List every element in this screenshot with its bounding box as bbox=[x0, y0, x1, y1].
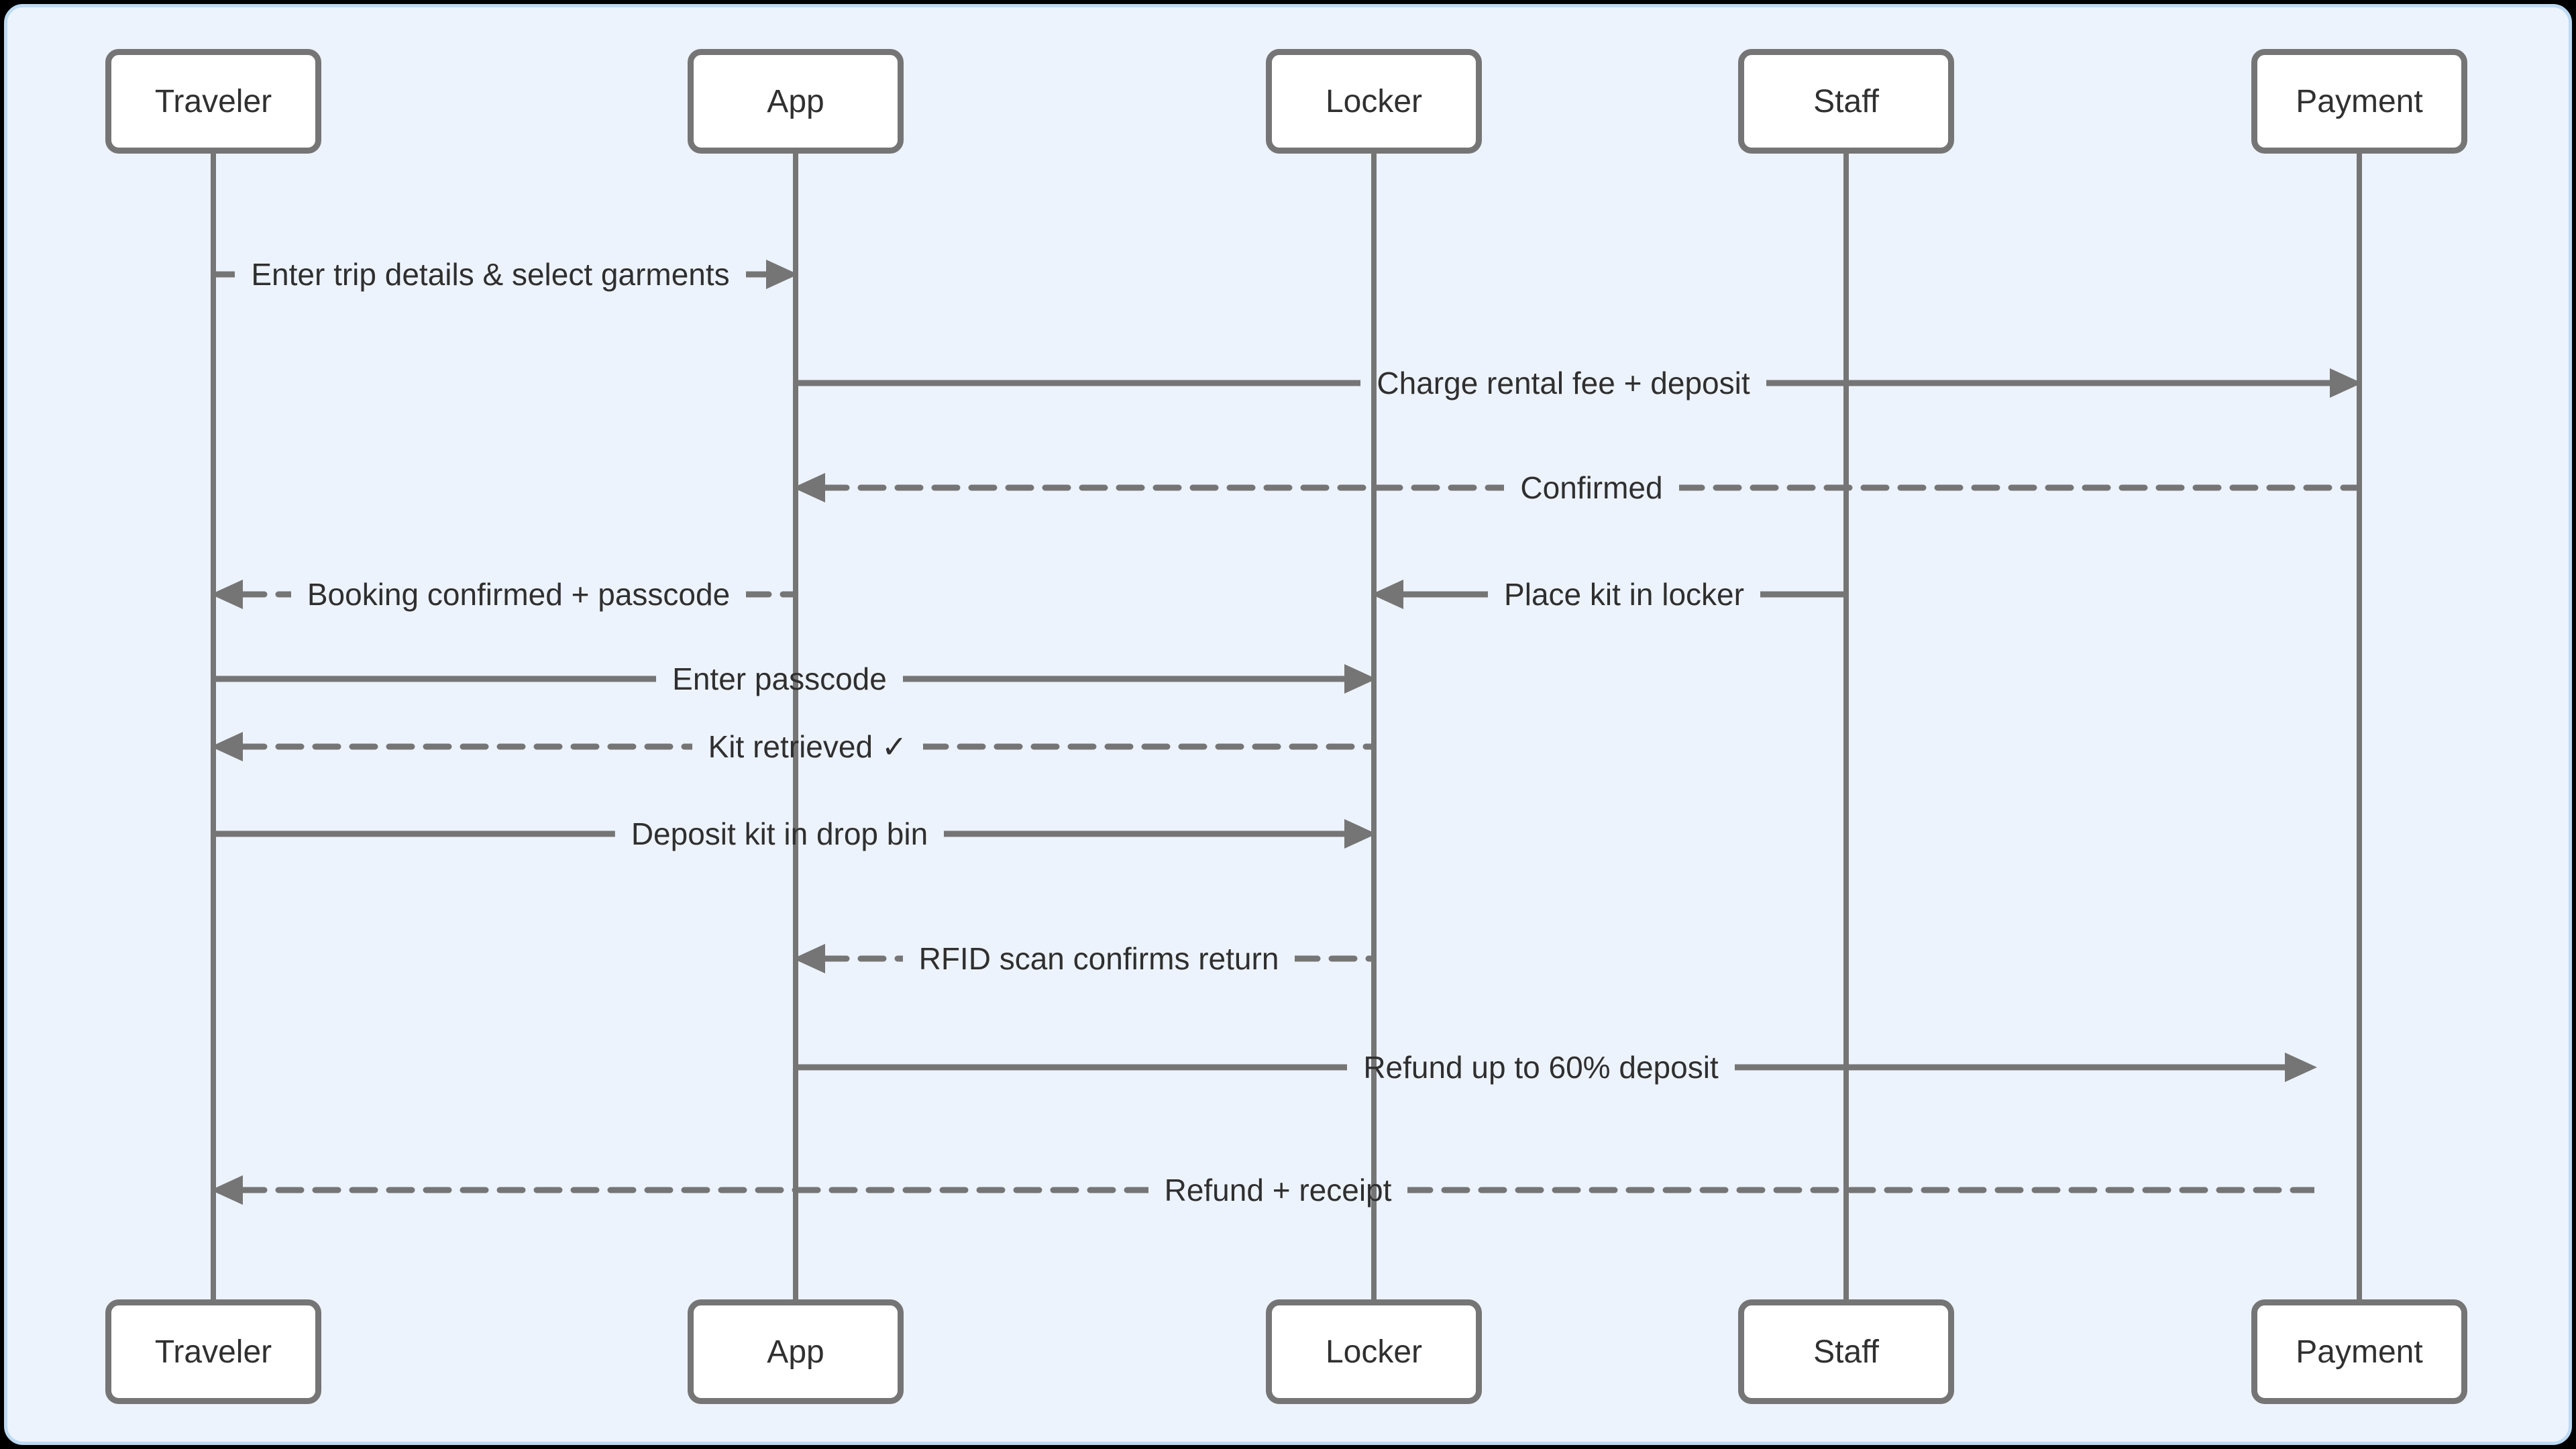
actor-box-top-app: App bbox=[688, 49, 904, 154]
arrowhead-right-icon bbox=[2285, 1053, 2317, 1082]
message-line-right-enter-passcode bbox=[902, 676, 1346, 682]
message-enter-passcode: Enter passcode bbox=[213, 644, 1377, 714]
message-line-right-place-kit-in-locker bbox=[1760, 591, 1847, 598]
arrowhead-left-icon bbox=[211, 1175, 243, 1205]
arrowhead-left-icon bbox=[211, 732, 243, 761]
message-refund-deposit: Refund up to 60% deposit bbox=[796, 1032, 2317, 1102]
actor-box-bottom-traveler: Traveler bbox=[105, 1299, 321, 1404]
message-label-refund-deposit: Refund up to 60% deposit bbox=[1363, 1050, 1719, 1085]
message-line-right-booking-confirmed bbox=[746, 591, 796, 598]
message-enter-trip-details: Enter trip details & select garments bbox=[213, 239, 798, 309]
message-line-left-enter-passcode bbox=[213, 676, 657, 682]
arrowhead-left-icon bbox=[793, 944, 825, 973]
actor-label-top-traveler: Traveler bbox=[154, 83, 272, 119]
actor-box-bottom-payment: Payment bbox=[2251, 1299, 2467, 1404]
message-charge-rental-fee: Charge rental fee + deposit bbox=[796, 348, 2362, 418]
message-label-enter-trip-details: Enter trip details & select garments bbox=[251, 257, 730, 292]
message-line-left-refund-receipt bbox=[241, 1187, 1148, 1193]
message-line-left-deposit-kit bbox=[213, 830, 615, 837]
lifeline-staff bbox=[1843, 152, 1849, 1301]
message-refund-receipt: Refund + receipt bbox=[211, 1155, 2315, 1225]
actor-label-top-payment: Payment bbox=[2296, 83, 2423, 119]
message-line-right-refund-deposit bbox=[1734, 1064, 2287, 1071]
arrowhead-left-icon bbox=[1371, 580, 1403, 609]
actor-box-top-locker: Locker bbox=[1266, 49, 1482, 154]
arrowhead-left-icon bbox=[211, 580, 243, 609]
actor-box-bottom-app: App bbox=[688, 1299, 904, 1404]
message-line-right-enter-trip-details bbox=[745, 271, 768, 278]
arrowhead-right-icon bbox=[1344, 664, 1377, 694]
message-label-deposit-kit: Deposit kit in drop bin bbox=[631, 816, 928, 851]
message-line-left-booking-confirmed bbox=[241, 591, 291, 598]
message-line-left-place-kit-in-locker bbox=[1402, 591, 1489, 598]
message-label-place-kit-in-locker: Place kit in locker bbox=[1504, 577, 1744, 612]
message-deposit-kit: Deposit kit in drop bin bbox=[213, 799, 1377, 869]
message-line-right-charge-rental-fee bbox=[1766, 380, 2332, 386]
message-line-left-charge-rental-fee bbox=[796, 380, 1361, 386]
message-line-left-kit-retrieved bbox=[241, 743, 692, 750]
actor-box-top-staff: Staff bbox=[1738, 49, 1954, 154]
message-rfid-scan: RFID scan confirms return bbox=[793, 924, 1375, 994]
message-label-kit-retrieved: Kit retrieved ✓ bbox=[708, 729, 908, 764]
message-label-rfid-scan: RFID scan confirms return bbox=[918, 941, 1279, 976]
message-booking-confirmed: Booking confirmed + passcode bbox=[211, 559, 796, 629]
actor-label-top-locker: Locker bbox=[1325, 83, 1423, 119]
lifeline-locker bbox=[1371, 152, 1377, 1301]
actor-label-top-staff: Staff bbox=[1813, 83, 1879, 119]
actor-label-bottom-app: App bbox=[767, 1334, 824, 1370]
actor-box-bottom-staff: Staff bbox=[1738, 1299, 1954, 1404]
arrowhead-left-icon bbox=[793, 473, 825, 502]
message-line-left-rfid-scan bbox=[824, 955, 903, 962]
message-label-booking-confirmed: Booking confirmed + passcode bbox=[307, 577, 731, 612]
message-confirmed: Confirmed bbox=[793, 453, 2360, 523]
message-line-left-confirmed bbox=[824, 484, 1505, 491]
message-line-left-refund-deposit bbox=[796, 1064, 1348, 1071]
message-label-charge-rental-fee: Charge rental fee + deposit bbox=[1377, 366, 1750, 400]
actor-box-top-traveler: Traveler bbox=[105, 49, 321, 154]
message-line-right-confirmed bbox=[1678, 484, 2360, 491]
arrowhead-right-icon bbox=[766, 260, 798, 289]
message-label-confirmed: Confirmed bbox=[1520, 470, 1663, 505]
message-place-kit-in-locker: Place kit in locker bbox=[1371, 559, 1847, 629]
message-line-right-deposit-kit bbox=[944, 830, 1346, 837]
actor-label-bottom-staff: Staff bbox=[1813, 1334, 1879, 1370]
message-line-left-enter-trip-details bbox=[213, 271, 235, 278]
actor-label-bottom-traveler: Traveler bbox=[154, 1334, 272, 1370]
actor-label-bottom-payment: Payment bbox=[2296, 1334, 2423, 1370]
message-kit-retrieved: Kit retrieved ✓ bbox=[211, 712, 1375, 782]
message-line-right-kit-retrieved bbox=[923, 743, 1375, 750]
message-line-right-rfid-scan bbox=[1295, 955, 1375, 962]
message-label-enter-passcode: Enter passcode bbox=[672, 661, 887, 696]
message-line-right-refund-receipt bbox=[1407, 1187, 2315, 1193]
arrowhead-right-icon bbox=[1344, 819, 1377, 849]
lifeline-traveler bbox=[211, 152, 216, 1301]
lifeline-payment bbox=[2357, 152, 2362, 1301]
message-label-refund-receipt: Refund + receipt bbox=[1164, 1173, 1392, 1208]
actor-label-top-app: App bbox=[767, 83, 824, 119]
lifeline-app bbox=[793, 152, 798, 1301]
actor-label-bottom-locker: Locker bbox=[1325, 1334, 1423, 1370]
actor-box-top-payment: Payment bbox=[2251, 49, 2467, 154]
actor-box-bottom-locker: Locker bbox=[1266, 1299, 1482, 1404]
arrowhead-right-icon bbox=[2330, 368, 2362, 398]
